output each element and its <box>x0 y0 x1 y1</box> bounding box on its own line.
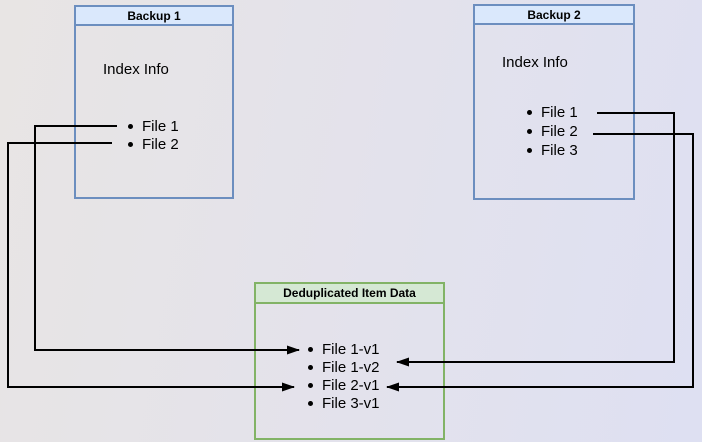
dedup-file-list: File 1-v1 File 1-v2 File 2-v1 File 3-v1 <box>256 340 443 412</box>
node-dedup-header: Deduplicated Item Data <box>256 284 443 304</box>
node-backup-2-title: Backup 2 <box>527 7 581 22</box>
list-item: File 1 <box>475 103 633 122</box>
node-backup-2-header: Backup 2 <box>475 6 633 25</box>
backup-2-file-list: File 1 File 2 File 3 <box>475 103 633 160</box>
list-item: File 3-v1 <box>256 394 443 412</box>
backup-1-file-list: File 1 File 2 <box>76 117 232 153</box>
list-item-label: File 3-v1 <box>322 394 380 412</box>
list-item-label: File 1 <box>541 104 578 121</box>
list-item-label: File 2 <box>541 123 578 140</box>
list-item-label: File 2 <box>142 135 179 153</box>
list-item: File 2 <box>76 135 232 153</box>
bullet-icon <box>527 129 532 134</box>
list-item: File 3 <box>475 141 633 160</box>
list-item: File 1 <box>76 117 232 135</box>
bullet-icon <box>308 364 313 370</box>
list-item: File 2-v1 <box>256 376 443 394</box>
list-item: File 2 <box>475 122 633 141</box>
bullet-icon <box>128 141 133 147</box>
node-deduplicated-item-data: Deduplicated Item Data File 1-v1 File 1-… <box>254 282 445 440</box>
bullet-icon <box>308 400 313 406</box>
backup-2-index-info-label: Index Info <box>502 54 568 71</box>
list-item-label: File 1-v2 <box>322 358 380 376</box>
bullet-icon <box>128 123 133 129</box>
list-item-label: File 1 <box>142 117 179 135</box>
node-backup-1: Backup 1 Index Info File 1 File 2 <box>74 5 234 199</box>
bullet-icon <box>527 110 532 115</box>
list-item: File 1-v2 <box>256 358 443 376</box>
bullet-icon <box>308 346 313 352</box>
list-item-label: File 2-v1 <box>322 376 380 394</box>
backup-1-index-info-label: Index Info <box>103 61 169 78</box>
node-backup-1-title: Backup 1 <box>127 8 181 23</box>
list-item-label: File 1-v1 <box>322 340 380 358</box>
bullet-icon <box>527 148 532 153</box>
node-dedup-title: Deduplicated Item Data <box>283 286 416 300</box>
list-item: File 1-v1 <box>256 340 443 358</box>
node-backup-1-header: Backup 1 <box>76 7 232 26</box>
bullet-icon <box>308 382 313 388</box>
list-item-label: File 3 <box>541 142 578 159</box>
node-backup-2: Backup 2 Index Info File 1 File 2 File 3 <box>473 4 635 200</box>
